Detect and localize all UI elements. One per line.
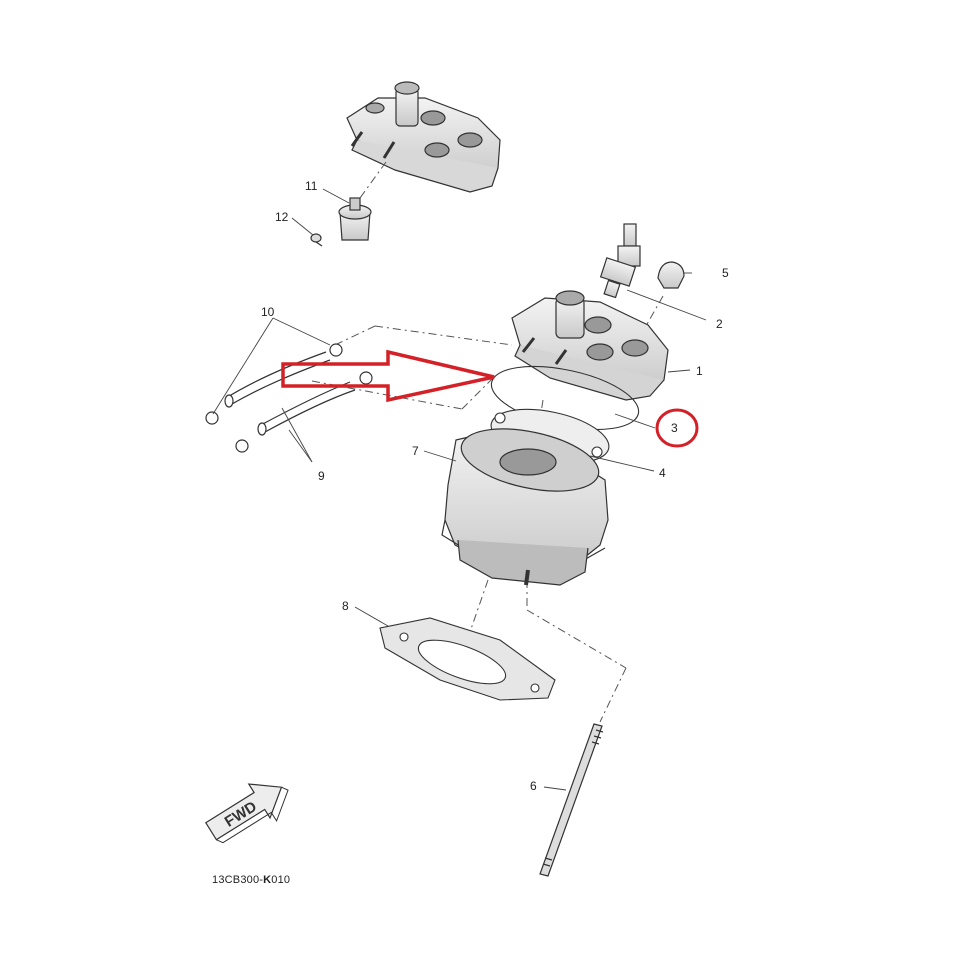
- leader-lines: [212, 188, 707, 791]
- highlight-circle: [655, 408, 699, 448]
- callout-6: 6: [530, 779, 537, 793]
- callout-8: 8: [342, 599, 349, 613]
- hose-clamps-part: [205, 343, 373, 453]
- callout-5: 5: [722, 266, 729, 280]
- callout-7: 7: [412, 444, 419, 458]
- stud-bolt-part: [539, 723, 604, 877]
- callout-3: 3: [671, 421, 678, 435]
- spark-plug-part: [599, 223, 641, 299]
- callout-11: 11: [305, 179, 318, 193]
- base-gasket-part: [379, 617, 556, 701]
- hoses-part: [224, 351, 356, 436]
- callout-1: 1: [696, 364, 703, 378]
- thermostat-part: [338, 197, 372, 241]
- callout-12: 12: [275, 210, 289, 224]
- upper-cylinder-head: [346, 81, 501, 193]
- cylinder-head-part: [511, 290, 669, 401]
- diagram-reference-code: 13CB300-K010: [212, 874, 291, 886]
- cylinder-block-part: [441, 428, 609, 586]
- screw-part: [310, 233, 323, 247]
- fwd-arrow-icon: FWD: [204, 783, 289, 844]
- callout-9: 9: [318, 469, 325, 483]
- callout-4: 4: [659, 466, 666, 480]
- highlight-arrow: [281, 349, 495, 403]
- cap-nut-part: [657, 261, 685, 289]
- callout-10: 10: [261, 305, 275, 319]
- callout-labels: 1 2 3 4 5 6 7 8 9 10 11 12: [261, 179, 729, 793]
- callout-2: 2: [716, 317, 723, 331]
